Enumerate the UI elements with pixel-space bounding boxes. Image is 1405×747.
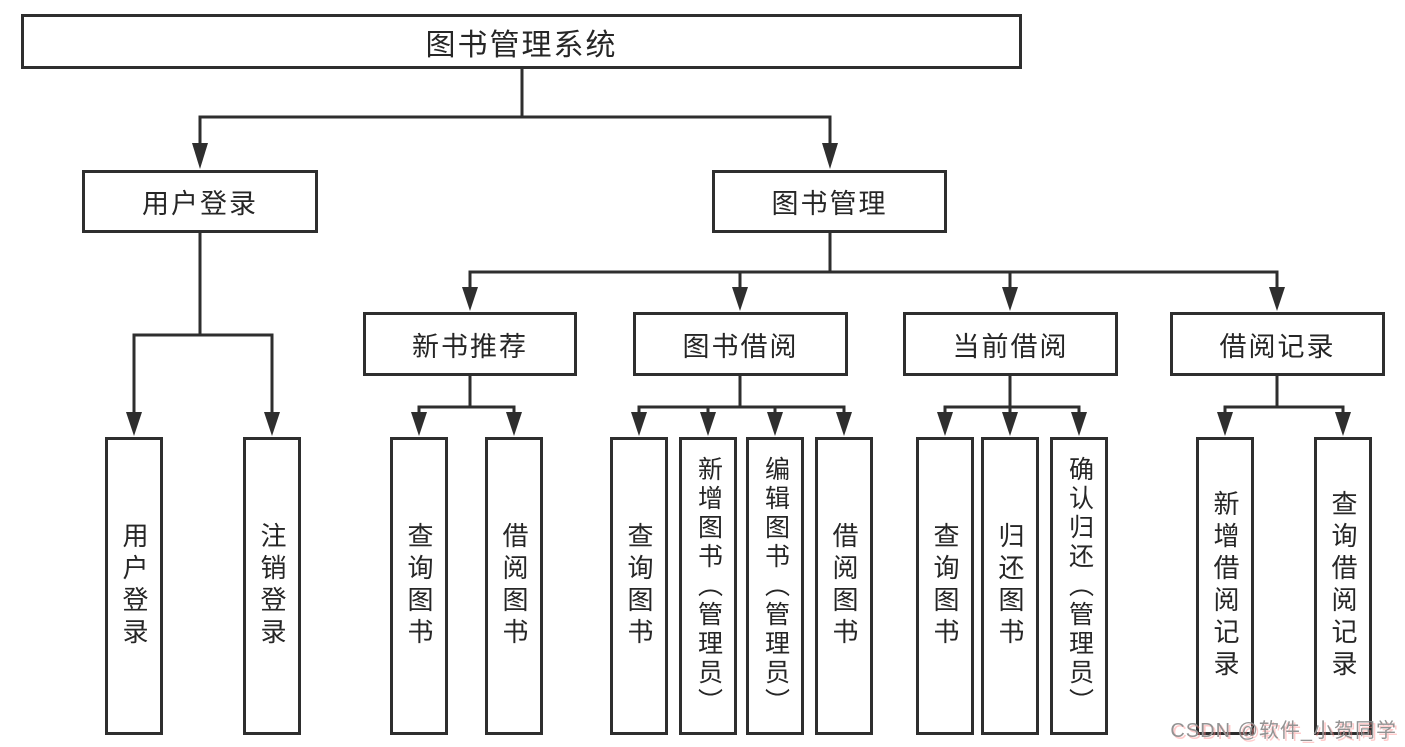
arrowheads — [126, 143, 1351, 436]
leaf-add-book-admin: 新增图书（管理员） — [679, 437, 737, 735]
leaf-user-login-label: 用户登录 — [119, 522, 149, 650]
leaf-confirm-return-admin-label: 确认归还（管理员） — [1065, 455, 1094, 717]
node-current-borrow: 当前借阅 — [903, 312, 1118, 376]
leaf-edit-book-admin-label: 编辑图书（管理员） — [761, 455, 790, 717]
arrow-leaf-add-book — [700, 412, 716, 436]
leaf-return-books: 归还图书 — [981, 437, 1039, 735]
edge-user-login-split — [132, 333, 274, 413]
root-node-label: 图书管理系统 — [425, 28, 618, 62]
edge-book-mgmt-split — [468, 270, 1279, 289]
arrow-leaf-user-login — [126, 412, 142, 436]
arrow-leaf-borrow-recommend — [506, 412, 522, 436]
arrow-leaf-confirm-return — [1071, 412, 1087, 436]
edge-recommend-split — [417, 405, 516, 413]
leaf-borrow-books-recommend: 借阅图书 — [485, 437, 543, 735]
arrow-leaf-query-record — [1335, 412, 1351, 436]
node-new-book-recommend: 新书推荐 — [363, 312, 577, 376]
leaf-add-borrow-record: 新增借阅记录 — [1196, 437, 1254, 735]
edge-current-split — [943, 405, 1081, 413]
node-book-borrow: 图书借阅 — [633, 312, 848, 376]
leaf-add-book-admin-label: 新增图书（管理员） — [694, 455, 723, 717]
leaf-borrow-book-label: 借阅图书 — [829, 522, 859, 650]
arrow-leaf-borrow-book — [836, 412, 852, 436]
node-borrow-records: 借阅记录 — [1170, 312, 1385, 376]
leaf-query-borrow-record: 查询借阅记录 — [1314, 437, 1372, 735]
leaf-query-books-borrow-label: 查询图书 — [624, 522, 654, 650]
arrow-leaf-logout — [264, 412, 280, 436]
leaf-query-books-current-label: 查询图书 — [930, 522, 960, 650]
arrow-leaf-query-borrow — [631, 412, 647, 436]
leaf-edit-book-admin: 编辑图书（管理员） — [746, 437, 804, 735]
leaf-query-borrow-record-label: 查询借阅记录 — [1328, 490, 1358, 682]
node-current-borrow-label: 当前借阅 — [952, 331, 1069, 362]
leaf-logout: 注销登录 — [243, 437, 301, 735]
arrow-records — [1269, 287, 1285, 311]
leaf-logout-label: 注销登录 — [257, 522, 287, 650]
leaf-return-books-label: 归还图书 — [995, 522, 1025, 650]
node-user-login-label: 用户登录 — [142, 189, 258, 219]
arrow-leaf-query-recommend — [411, 412, 427, 436]
node-borrow-records-label: 借阅记录 — [1219, 331, 1336, 362]
leaf-borrow-book: 借阅图书 — [815, 437, 873, 735]
node-book-management: 图书管理 — [712, 170, 947, 233]
leaf-query-books-borrow: 查询图书 — [610, 437, 668, 735]
arrow-current — [1002, 287, 1018, 311]
root-node: 图书管理系统 — [21, 14, 1022, 69]
leaf-add-borrow-record-label: 新增借阅记录 — [1210, 490, 1240, 682]
leaf-query-books-recommend: 查询图书 — [390, 437, 448, 735]
leaf-query-books-current: 查询图书 — [916, 437, 974, 735]
arrow-borrow — [732, 287, 748, 311]
arrow-user-login — [192, 143, 208, 169]
leaf-confirm-return-admin: 确认归还（管理员） — [1050, 437, 1108, 735]
node-new-book-recommend-label: 新书推荐 — [412, 331, 528, 362]
arrow-leaf-edit-book — [767, 412, 783, 436]
node-user-login: 用户登录 — [82, 170, 318, 233]
leaf-borrow-books-recommend-label: 借阅图书 — [499, 522, 529, 650]
arrow-leaf-query-current — [937, 412, 953, 436]
node-book-borrow-label: 图书借阅 — [682, 331, 799, 362]
leaf-query-books-recommend-label: 查询图书 — [404, 522, 434, 650]
arrow-book-mgmt — [822, 143, 838, 169]
arrow-leaf-return-book — [1002, 412, 1018, 436]
node-book-management-label: 图书管理 — [771, 189, 888, 219]
csdn-watermark: CSDN @软件_小贺同学 — [1170, 720, 1397, 742]
arrow-leaf-add-record — [1217, 412, 1233, 436]
edge-records-split — [1223, 405, 1345, 413]
edge-root-split — [198, 115, 832, 145]
edge-borrow-split — [637, 405, 846, 413]
arrow-recommend — [462, 287, 478, 311]
leaf-user-login: 用户登录 — [105, 437, 163, 735]
